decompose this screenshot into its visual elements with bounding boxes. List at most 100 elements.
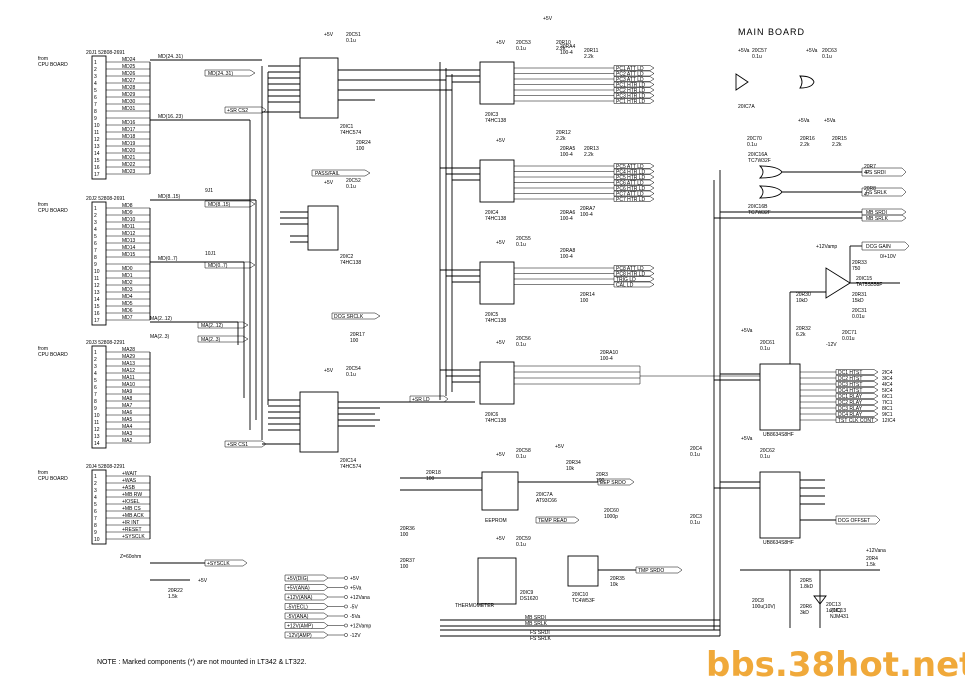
connector-pin-number: 13 bbox=[94, 434, 100, 440]
ic5-part: 74HC138 bbox=[485, 318, 506, 324]
ic4-out-label: PC6 ATT LD bbox=[616, 181, 644, 187]
connector-pin-label: MD18 bbox=[122, 134, 136, 140]
z-label: Z=60ohm bbox=[120, 554, 141, 560]
power-net-label: +5V(DIG) bbox=[287, 576, 309, 582]
power-net-flag bbox=[284, 574, 329, 582]
passive-ref: 20C70 bbox=[747, 136, 762, 142]
passive-value: 47 bbox=[864, 192, 870, 198]
connector-from-label: from bbox=[38, 56, 48, 62]
bus-label-md24: MD(24..31) bbox=[158, 54, 183, 60]
eep-srdo-flag: EEP SRDO bbox=[600, 480, 626, 486]
passive-value: 10k bbox=[610, 582, 619, 588]
passive-value: 2.2k bbox=[584, 54, 594, 60]
ic5-ref: 20IC5 bbox=[485, 312, 499, 318]
ic9-part: DS1620 bbox=[520, 596, 538, 602]
passive-ref: 20R11 bbox=[584, 48, 599, 54]
rail-5v-l: +5V bbox=[198, 578, 208, 584]
passive-value: 100 bbox=[400, 564, 409, 570]
dac-out-flag bbox=[835, 399, 879, 405]
connector-pin-label: MA12 bbox=[122, 368, 135, 374]
rail-5va-a: +5Va bbox=[741, 328, 753, 334]
passive-ref: 20R14 bbox=[580, 292, 595, 298]
passive-ref: 20RA6 bbox=[560, 210, 576, 216]
ic3-out-flag bbox=[613, 92, 655, 99]
connector-from-label: CPU BOARD bbox=[38, 352, 68, 358]
connector-pin-number: 3 bbox=[94, 74, 97, 80]
passive-ref: 20R15 bbox=[832, 136, 847, 142]
rail-5v-k: +5V bbox=[555, 444, 565, 450]
connector-pin-number: 7 bbox=[94, 248, 97, 254]
connector-pin-label: MA6 bbox=[122, 410, 133, 416]
connector-pin-label: MD23 bbox=[122, 169, 136, 175]
fs-srlk-label: FS SRLK bbox=[530, 636, 552, 642]
passive-value: 1000p bbox=[604, 514, 618, 520]
ic4-part: 74HC138 bbox=[485, 216, 506, 222]
passive-value: 0.1u bbox=[760, 346, 770, 352]
ic3-out-flag bbox=[613, 76, 655, 82]
connector-pin-label: MA11 bbox=[122, 375, 135, 381]
connector-pin-number: 6 bbox=[94, 95, 97, 101]
sr-ld-flag: +SR LD bbox=[412, 397, 430, 403]
connector-pin-label: MD15 bbox=[122, 252, 136, 258]
passive-value: 47 bbox=[864, 170, 870, 176]
passive-ref: 20R37 bbox=[400, 558, 415, 564]
dac-out-label: DC3 HTST bbox=[838, 382, 862, 388]
passive-value: 100-4 bbox=[560, 50, 573, 56]
power-rail-label: +5V bbox=[350, 576, 360, 582]
passive-ref: 20C52 bbox=[346, 178, 361, 184]
power-net-label: +12V(ANA) bbox=[287, 595, 313, 601]
connector-pin-number: 17 bbox=[94, 172, 100, 178]
connector-pin-label: +MB ACK bbox=[122, 513, 144, 519]
connector-pin-number: 12 bbox=[94, 283, 100, 289]
rail-5va-c: +5Va bbox=[798, 118, 810, 124]
passive-value: 0.1u bbox=[516, 542, 526, 548]
connector-body bbox=[91, 55, 107, 180]
rail-labels: +5V +5V +5V +5V +5V +5V +5V +5V +5V +5V … bbox=[198, 16, 886, 584]
power-rail-label: -5V bbox=[350, 605, 358, 611]
mb-srlk-out: MB SRLK bbox=[866, 216, 889, 222]
passive-value: 2.2k bbox=[584, 152, 594, 158]
ic16a-ref: 20IC16A bbox=[748, 152, 768, 158]
passive-ref: 20R22 bbox=[168, 588, 183, 594]
connector-pin-label: MA28 bbox=[122, 347, 135, 353]
power-net-label: -12V(AMP) bbox=[287, 633, 312, 639]
connector-pin-number: 5 bbox=[94, 234, 97, 240]
passive-value: 15kD bbox=[852, 298, 864, 304]
ic4-out-flag bbox=[613, 190, 655, 197]
ic4-out-flag bbox=[613, 174, 655, 180]
connector-pin-label: MD8 bbox=[122, 203, 133, 209]
connector-from-label: CPU BOARD bbox=[38, 62, 68, 68]
connector-pin-label: MD22 bbox=[122, 162, 136, 168]
watermark: bbs.38hot.net bbox=[706, 645, 965, 683]
flag-md8-text: MD(8..15) bbox=[208, 202, 231, 208]
connector-pin-label: MD9 bbox=[122, 210, 133, 216]
rail-12vana: +12Vana bbox=[866, 548, 886, 554]
ic5-out-label: TRIG LD bbox=[616, 277, 636, 283]
ic4-out-label: PC5 HTR LD bbox=[616, 175, 646, 181]
connector-ref: 20J1 52808-2691 bbox=[86, 50, 125, 56]
passive-ref: 20R30 bbox=[796, 292, 811, 298]
ic3-out-label: PC2 HTR LD bbox=[616, 88, 646, 94]
connector-pin-number: 9 bbox=[94, 530, 97, 536]
connector-pin-label: MD5 bbox=[122, 301, 133, 307]
dac-out-label: DC2 RLAY bbox=[838, 400, 863, 406]
connector-pin-number: 16 bbox=[94, 165, 100, 171]
dac-out-ref: 4IC4 bbox=[882, 382, 893, 388]
passive-ref: 20R32 bbox=[796, 326, 811, 332]
connector-pin-number: 3 bbox=[94, 220, 97, 226]
power-net-flag bbox=[284, 593, 329, 601]
rail-5va-d: +5Va bbox=[824, 118, 836, 124]
ic3-out-flag bbox=[613, 87, 655, 93]
connector-pin-label: MD3 bbox=[122, 287, 133, 293]
passive-value: 0.1u bbox=[752, 54, 762, 60]
power-net-node bbox=[344, 604, 348, 609]
rail-5v-b: +5V bbox=[324, 180, 334, 186]
flag-md0-text: MD(0..7) bbox=[208, 263, 228, 269]
mb-srdi-out: MB SRDI bbox=[866, 210, 887, 216]
flag-sr-cs1: +SR CS1 bbox=[227, 442, 248, 448]
passive-value: 100-4 bbox=[600, 356, 613, 362]
connector-pin-number: 9 bbox=[94, 406, 97, 412]
connector-pin-number: 7 bbox=[94, 102, 97, 108]
